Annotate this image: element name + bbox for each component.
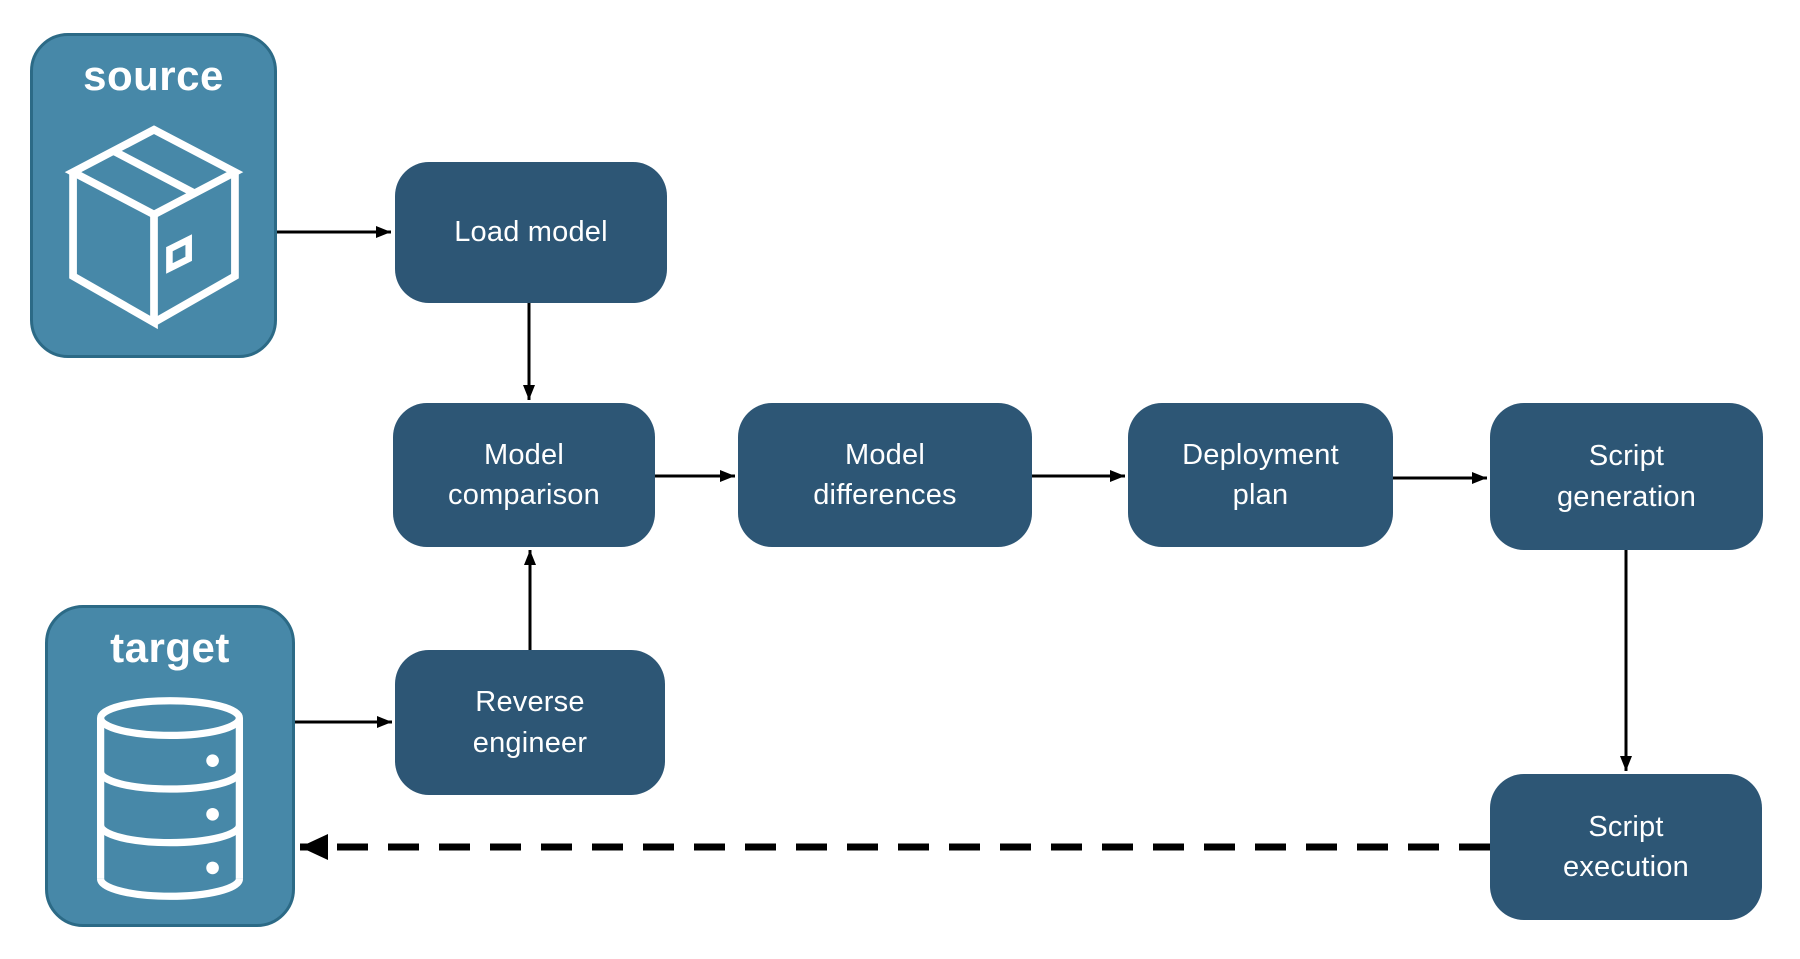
step-model-comparison: Model comparison bbox=[393, 403, 655, 547]
database-icon bbox=[48, 672, 292, 924]
target-label: target bbox=[110, 624, 230, 671]
step-deployment-plan: Deployment plan bbox=[1128, 403, 1393, 547]
package-icon bbox=[33, 100, 274, 355]
step-reverse-engineer: Reverse engineer bbox=[395, 650, 665, 795]
source-container: source bbox=[30, 33, 277, 358]
step-load-model: Load model bbox=[395, 162, 667, 303]
step-model-differences: Model differences bbox=[738, 403, 1032, 547]
target-container: target bbox=[45, 605, 295, 927]
step-script-generation: Script generation bbox=[1490, 403, 1763, 550]
source-label: source bbox=[83, 52, 224, 99]
step-script-execution: Script execution bbox=[1490, 774, 1762, 920]
